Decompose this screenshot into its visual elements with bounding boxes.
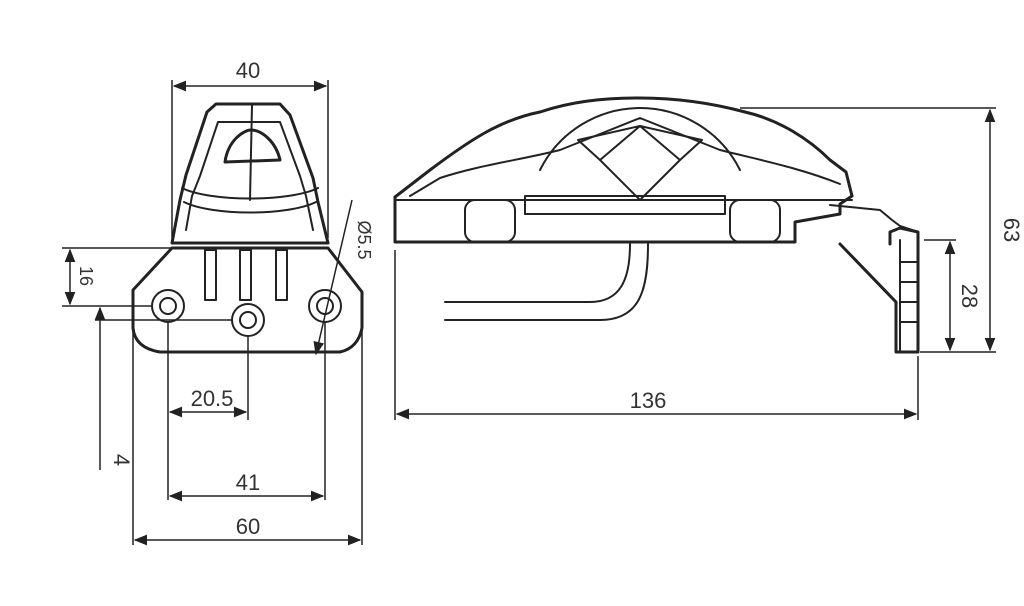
side-roller-left xyxy=(464,199,516,243)
front-knob xyxy=(223,128,282,164)
side-center-dome xyxy=(539,107,741,171)
side-bracket-ticks xyxy=(899,261,919,323)
pin-center xyxy=(239,249,252,301)
hole-center xyxy=(231,303,265,337)
side-dimensions: 136 63 28 xyxy=(394,107,1024,420)
front-view xyxy=(131,102,364,354)
dim-side-height-bracket: 28 xyxy=(957,284,982,308)
side-roller-right xyxy=(729,199,781,243)
side-view xyxy=(393,96,920,354)
dim-hole-spacing: 41 xyxy=(236,470,260,495)
side-base xyxy=(393,194,854,244)
pin-left xyxy=(204,249,217,301)
dim-plate-width: 60 xyxy=(236,514,260,539)
dim-top-width: 40 xyxy=(236,58,260,83)
side-cable xyxy=(444,243,649,321)
front-housing-inner xyxy=(185,121,314,231)
dim-side-height-total: 63 xyxy=(999,218,1024,242)
side-center-facet xyxy=(577,125,703,201)
side-shell-top xyxy=(393,96,854,199)
front-axis-line xyxy=(249,104,253,201)
front-dimensions: 40 16 4 Ø5.5 20.5 41 60 xyxy=(62,58,374,546)
dim-hole-offset: 20.5 xyxy=(191,386,234,411)
dim-hole-diameter: Ø5.5 xyxy=(354,220,374,259)
dim-side-length: 136 xyxy=(630,388,667,413)
mounting-plate xyxy=(131,246,364,354)
hole-left xyxy=(151,289,185,323)
pin-right xyxy=(275,249,288,301)
side-slot xyxy=(524,195,726,215)
front-housing-outline xyxy=(170,102,330,245)
side-shell-inner xyxy=(409,117,841,197)
side-bracket xyxy=(838,226,920,354)
dim-left-large: 4 xyxy=(109,454,134,466)
dim-left-small: 16 xyxy=(76,266,96,286)
